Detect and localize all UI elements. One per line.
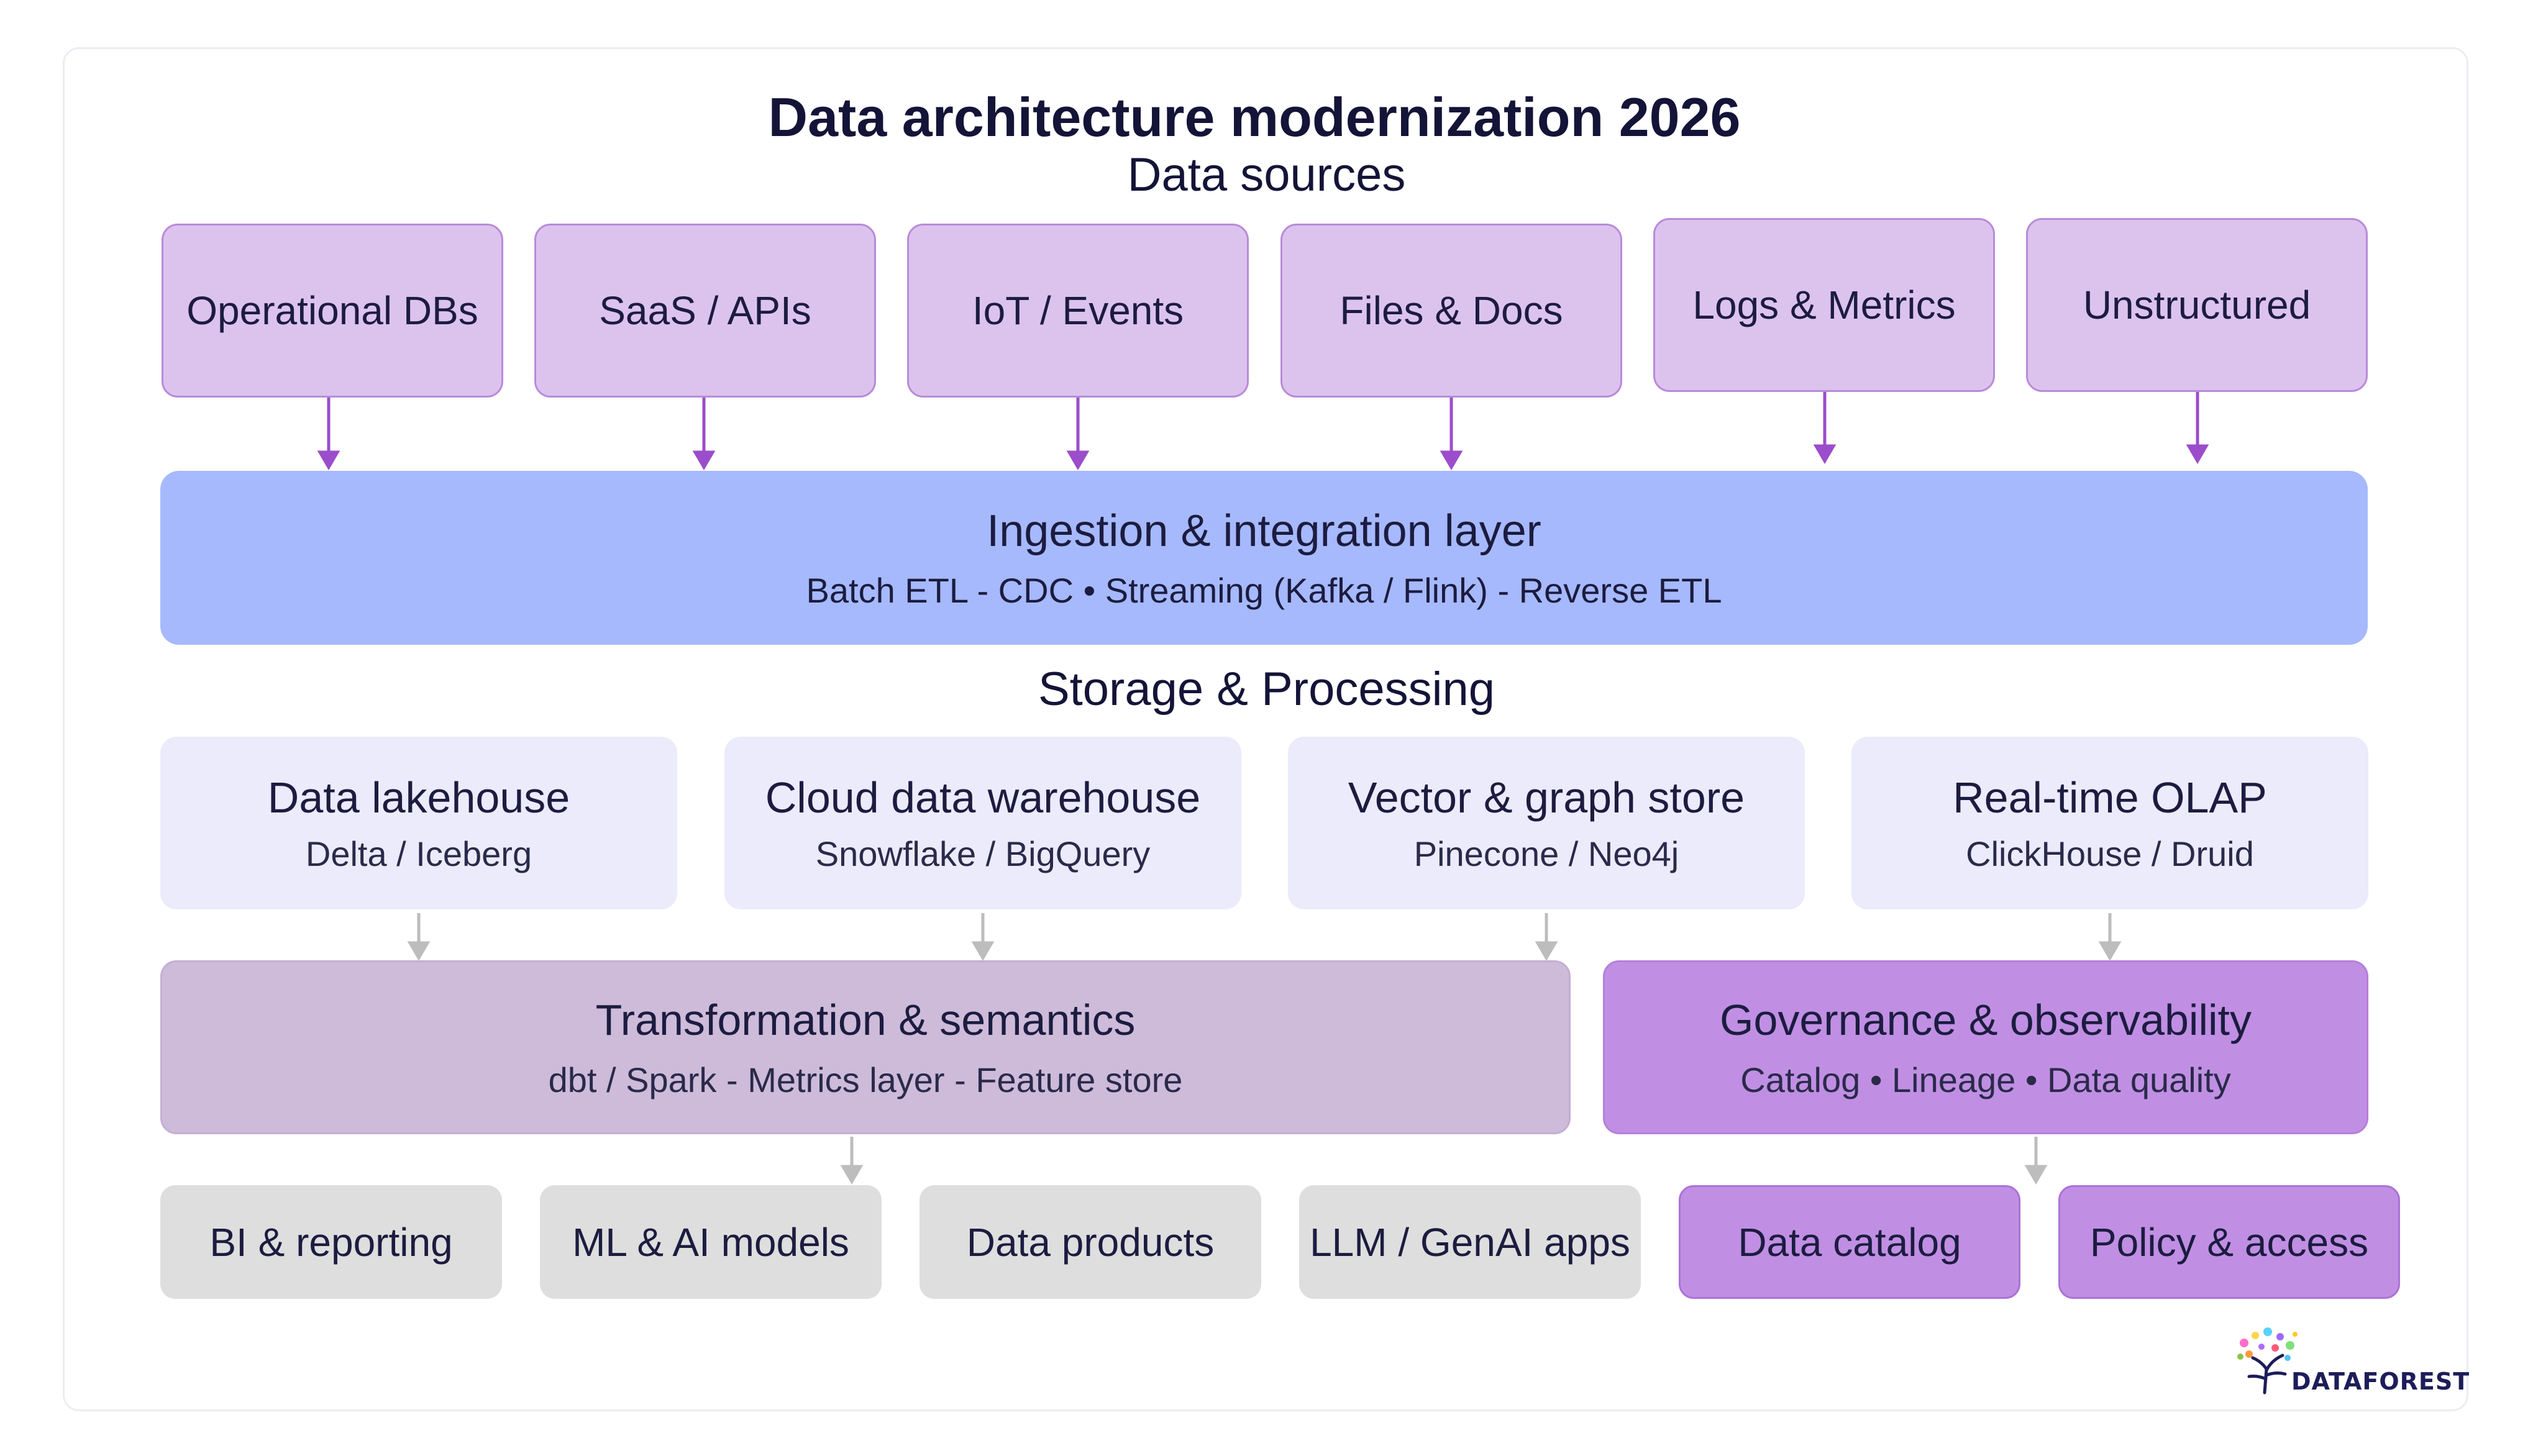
source-label: Unstructured — [2083, 283, 2311, 327]
transformation-title: Transformation & semantics — [595, 995, 1136, 1044]
storage-subtitle: Pinecone / Neo4j — [1413, 834, 1679, 873]
storage-title: Cloud data warehouse — [765, 773, 1201, 822]
output-label: Data products — [966, 1219, 1215, 1265]
output-label: LLM / GenAI apps — [1310, 1219, 1630, 1265]
output-data-products[interactable]: Data products — [920, 1185, 1261, 1299]
ingestion-layer[interactable]: Ingestion & integration layer Batch ETL … — [160, 471, 2368, 645]
storage-title: Data lakehouse — [267, 773, 570, 822]
storage-processing-label: Storage & Processing — [1038, 663, 1495, 716]
storage-real-time-olap[interactable]: Real-time OLAP ClickHouse / Druid — [1851, 737, 2368, 909]
output-label: Data catalog — [1738, 1219, 1961, 1265]
source-saas-apis[interactable]: SaaS / APIs — [534, 224, 876, 398]
output-label: Policy & access — [2089, 1219, 2369, 1265]
source-label: Operational DBs — [186, 288, 478, 333]
output-policy-access[interactable]: Policy & access — [2058, 1185, 2400, 1299]
output-ml-ai-models[interactable]: ML & AI models — [540, 1185, 882, 1299]
source-label: SaaS / APIs — [599, 288, 811, 333]
source-operational-dbs[interactable]: Operational DBs — [162, 224, 503, 398]
logo-wordmark: DATAFOREST — [2291, 1368, 2470, 1395]
source-files-docs[interactable]: Files & Docs — [1280, 224, 1622, 398]
output-label: BI & reporting — [209, 1219, 453, 1265]
governance-subtitle: Catalog • Lineage • Data quality — [1740, 1060, 2231, 1099]
storage-title: Vector & graph store — [1348, 773, 1745, 822]
storage-cloud-data-warehouse[interactable]: Cloud data warehouse Snowflake / BigQuer… — [724, 737, 1241, 909]
tree-logo-icon — [2237, 1327, 2298, 1395]
storage-vector-graph-store[interactable]: Vector & graph store Pinecone / Neo4j — [1288, 737, 1805, 909]
source-label: IoT / Events — [972, 288, 1184, 333]
storage-title: Real-time OLAP — [1953, 773, 2267, 822]
governance-observability-layer[interactable]: Governance & observability Catalog • Lin… — [1603, 960, 2368, 1134]
storage-subtitle: Delta / Iceberg — [305, 834, 532, 873]
output-llm-genai-apps[interactable]: LLM / GenAI apps — [1299, 1185, 1641, 1299]
source-unstructured[interactable]: Unstructured — [2026, 218, 2368, 392]
dataforest-logo: DATAFOREST — [2230, 1326, 2469, 1400]
transformation-subtitle: dbt / Spark - Metrics layer - Feature st… — [548, 1060, 1183, 1099]
source-logs-metrics[interactable]: Logs & Metrics — [1653, 218, 1995, 392]
output-bi-reporting[interactable]: BI & reporting — [160, 1185, 502, 1299]
diagram-title: Data architecture modernization 2026 — [768, 86, 1741, 148]
data-sources-label: Data sources — [1127, 148, 1406, 201]
storage-subtitle: Snowflake / BigQuery — [815, 834, 1151, 873]
transformation-semantics-layer[interactable]: Transformation & semantics dbt / Spark -… — [160, 960, 1571, 1134]
storage-subtitle: ClickHouse / Druid — [1966, 834, 2254, 873]
source-label: Logs & Metrics — [1692, 283, 1956, 327]
ingestion-title: Ingestion & integration layer — [987, 506, 1541, 556]
output-data-catalog[interactable]: Data catalog — [1679, 1185, 2020, 1299]
ingestion-subtitle: Batch ETL - CDC • Streaming (Kafka / Fli… — [806, 570, 1722, 610]
output-label: ML & AI models — [572, 1219, 849, 1265]
storage-data-lakehouse[interactable]: Data lakehouse Delta / Iceberg — [160, 737, 677, 909]
source-iot-events[interactable]: IoT / Events — [907, 224, 1249, 398]
governance-title: Governance & observability — [1720, 995, 2252, 1044]
source-label: Files & Docs — [1340, 288, 1563, 333]
